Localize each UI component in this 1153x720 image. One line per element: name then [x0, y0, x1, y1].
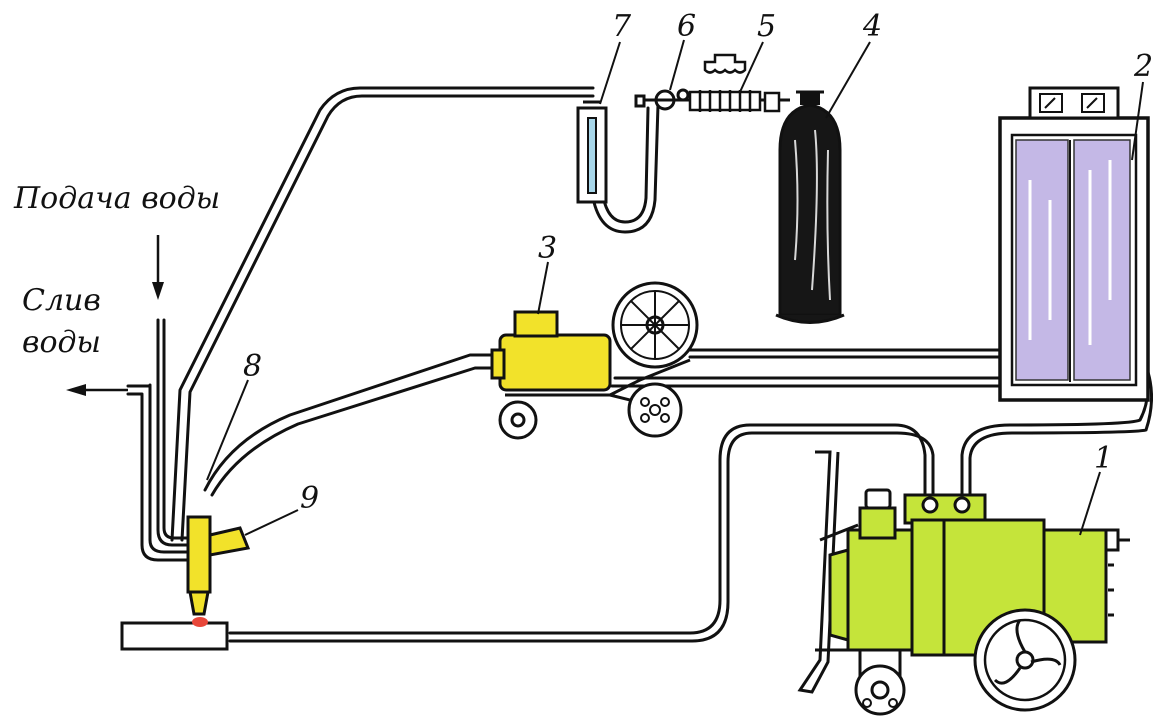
heater-icon: [703, 53, 747, 74]
water-line-3: [148, 383, 194, 554]
water-line-4: [140, 393, 194, 562]
label-water-drain-line2: воды: [22, 325, 101, 360]
label-2: 2: [1133, 49, 1153, 84]
flowmeter-loop-hose-inner: [601, 106, 650, 224]
label-6: 6: [677, 9, 696, 44]
cabinet-to-generator-cable-2: [968, 370, 1153, 497]
flowmeter-loop-hose: [591, 103, 660, 234]
flowmeter: [576, 100, 608, 204]
water-line-2: [162, 318, 194, 540]
control-cabinet: [998, 86, 1150, 402]
label-1: 1: [1094, 441, 1113, 476]
gas-hose-inner: [180, 94, 595, 542]
arc-spot: [192, 617, 208, 627]
gas-regulator: [688, 53, 781, 113]
torch-cable-to-feeder-2: [210, 366, 502, 497]
welding-generator: [797, 450, 1130, 716]
label-3: 3: [538, 231, 557, 266]
label-8: 8: [243, 349, 262, 384]
hoses-and-cables: [126, 86, 1153, 643]
wire-feeder: [490, 281, 699, 440]
label-water-supply: Подача воды: [13, 181, 220, 216]
leader-lines: [206, 39, 1144, 536]
water-drain-arrow: [66, 384, 128, 396]
label-water-drain-line1: Слив: [22, 283, 101, 318]
torch-cable-to-feeder: [203, 353, 502, 492]
label-9: 9: [300, 481, 319, 516]
gas-cylinder: [775, 90, 845, 324]
water-supply-arrow: [152, 235, 164, 300]
workpiece: [120, 617, 229, 651]
water-line-1: [156, 318, 194, 547]
label-7: 7: [612, 9, 632, 44]
gas-hose: [170, 86, 595, 542]
generator-to-workpiece-cable: [228, 423, 927, 635]
generator-to-workpiece-cable-2: [228, 431, 935, 643]
label-4: 4: [862, 9, 882, 44]
welding-torch: [186, 515, 251, 616]
label-5: 5: [757, 9, 776, 44]
